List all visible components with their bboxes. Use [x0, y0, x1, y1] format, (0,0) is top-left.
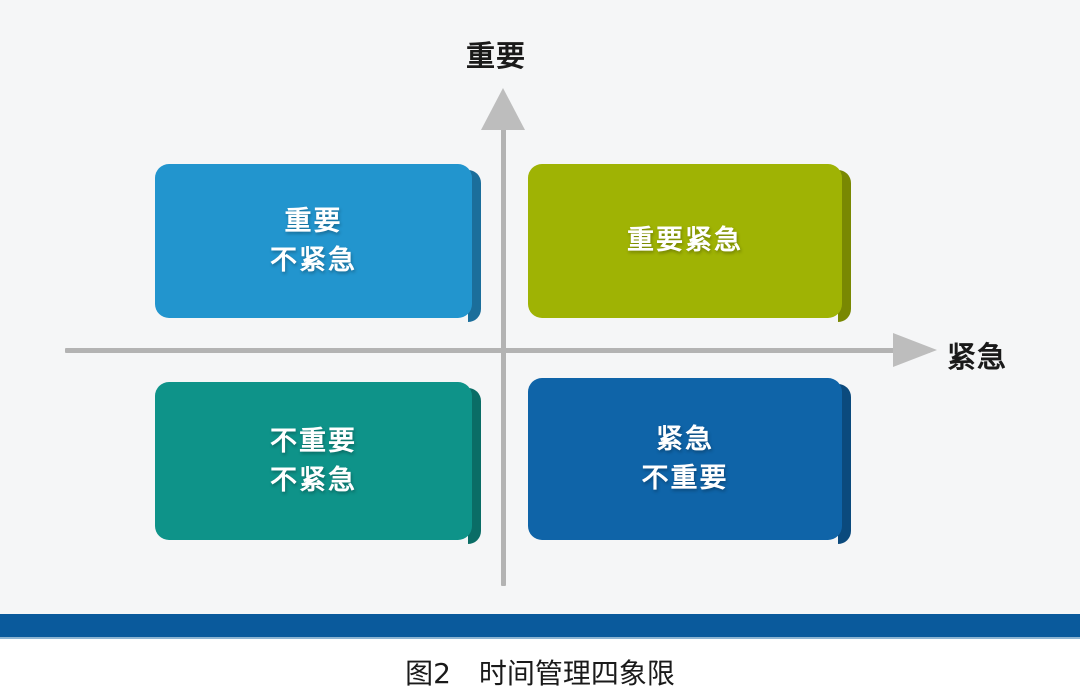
figure-caption: 图2 时间管理四象限	[405, 657, 675, 690]
quadrant-face: 不重要 不紧急	[155, 382, 472, 540]
quadrant-important-not-urgent[interactable]: 重要 不紧急	[155, 164, 481, 322]
horizontal-axis-line	[65, 348, 930, 353]
arrow-right-icon	[893, 333, 937, 367]
quadrant-label-line-2: 不紧急	[270, 465, 357, 495]
vertical-axis-line	[501, 106, 506, 586]
quadrant-label-line-1: 重要	[284, 205, 343, 236]
quadrant-not-important-not-urgent[interactable]: 不重要 不紧急	[155, 382, 481, 544]
quadrant-face: 紧急 不重要	[528, 378, 842, 540]
quadrant-face: 重要紧急	[528, 164, 842, 318]
quadrant-urgent-not-important[interactable]: 紧急 不重要	[528, 378, 851, 544]
quadrant-face: 重要 不紧急	[155, 164, 472, 318]
bottom-divider-band	[0, 614, 1080, 637]
quadrant-label-line-2: 不紧急	[270, 245, 357, 275]
quadrant-label-line-1: 重要紧急	[627, 225, 743, 256]
arrow-up-icon	[481, 88, 525, 130]
quadrant-label-line-1: 不重要	[270, 425, 357, 456]
quadrant-label-line-1: 紧急	[656, 423, 714, 454]
quadrant-label-line-2: 不重要	[641, 463, 729, 493]
horizontal-axis-label: 紧急	[947, 342, 1008, 374]
vertical-axis-label: 重要	[466, 41, 527, 73]
bottom-divider-band-shadow	[0, 637, 1080, 639]
quadrant-important-urgent[interactable]: 重要紧急	[528, 164, 851, 322]
